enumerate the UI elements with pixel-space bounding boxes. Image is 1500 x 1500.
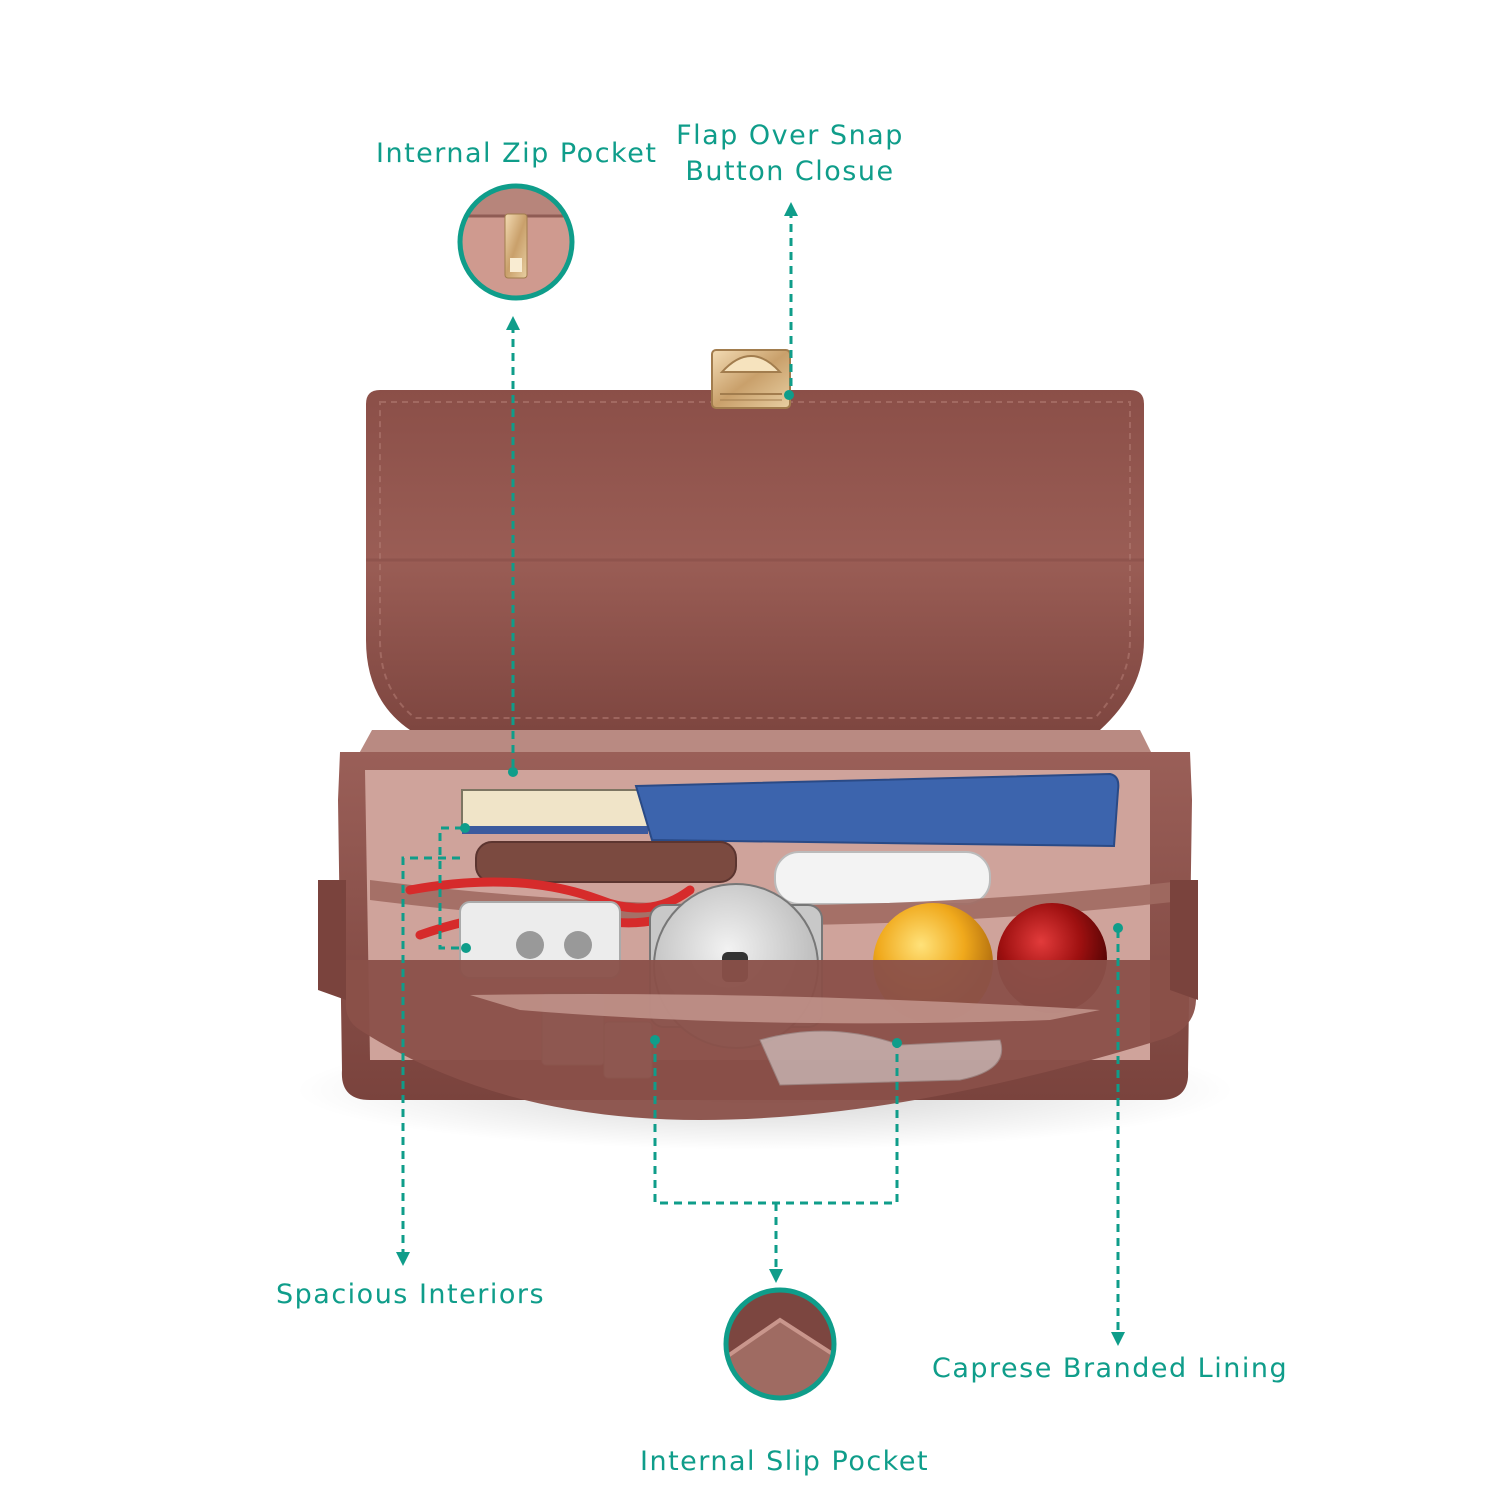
zip-pocket-detail — [457, 183, 575, 301]
arrow-down-icon — [396, 1252, 410, 1266]
snap-lock — [711, 349, 791, 409]
arrow-down-icon — [769, 1269, 783, 1283]
callout-flap-closure: Flap Over Snap Button Closue — [640, 118, 940, 190]
arrow-up-icon — [784, 202, 798, 216]
callout-spacious-interiors: Spacious Interiors — [276, 1279, 546, 1310]
callout-internal-slip-pocket: Internal Slip Pocket — [640, 1446, 930, 1477]
callout-lines — [401, 210, 1120, 1335]
callout-flap-line2: Button Closue — [685, 156, 895, 187]
callout-arrows — [396, 202, 1125, 1346]
callout-flap-line1: Flap Over Snap — [676, 120, 904, 151]
earbud-case — [774, 851, 991, 905]
arrow-down-icon — [1111, 1332, 1125, 1346]
slip-pocket-detail — [723, 1287, 837, 1401]
callout-branded-lining: Caprese Branded Lining — [932, 1353, 1289, 1384]
pouch — [475, 841, 737, 883]
bag-flap — [366, 390, 1144, 730]
arrow-up-icon — [506, 316, 520, 330]
notebook — [461, 772, 1120, 848]
callout-internal-zip-pocket: Internal Zip Pocket — [376, 138, 658, 169]
